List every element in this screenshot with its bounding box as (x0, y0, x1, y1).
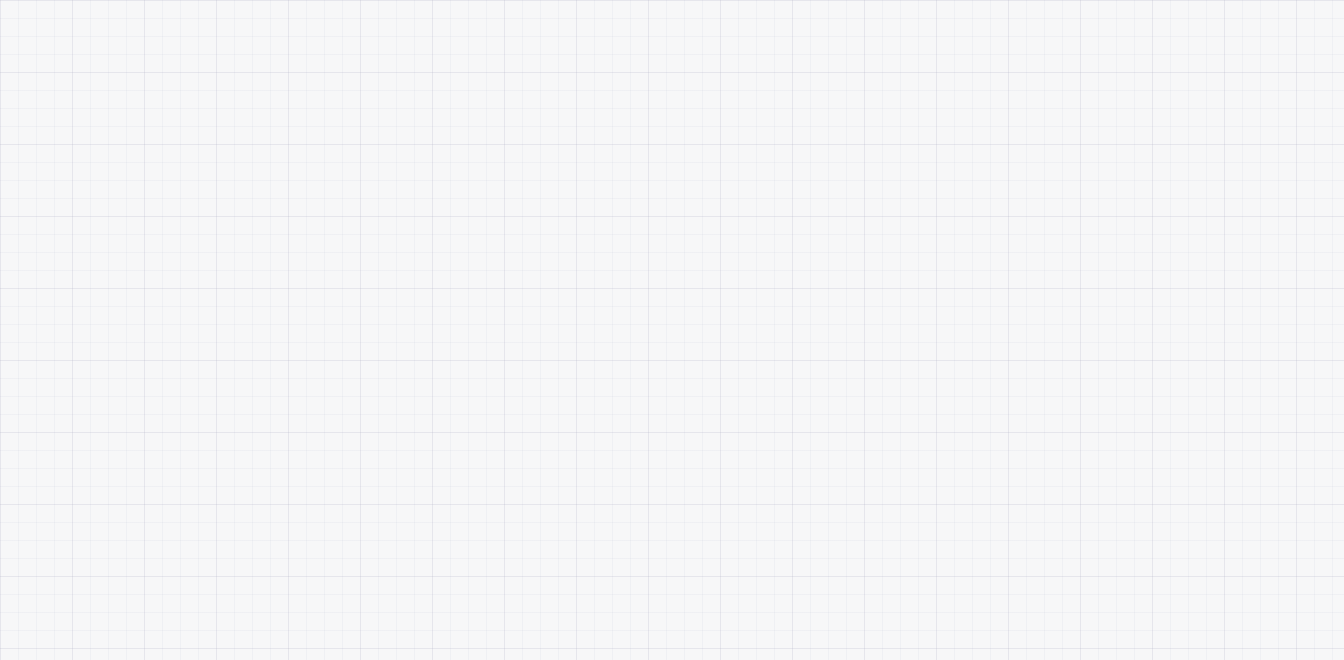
grid-background (0, 0, 1344, 660)
chevron-process-diagram (0, 0, 1344, 660)
